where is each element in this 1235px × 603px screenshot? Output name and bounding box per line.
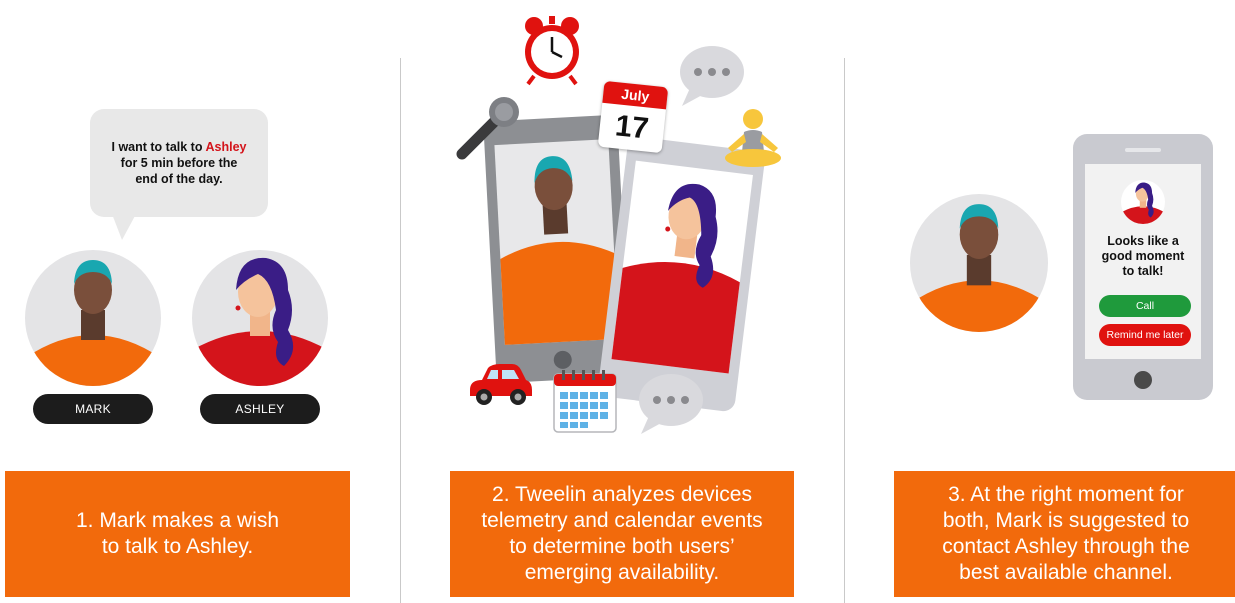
highlighted-name: Ashley — [205, 140, 247, 154]
ashley-name-label: ASHLEY — [200, 394, 320, 424]
ashley-avatar — [192, 250, 328, 386]
mark-avatar — [25, 250, 161, 386]
calendar-day: 17 — [613, 109, 651, 146]
car-icon — [470, 364, 532, 405]
step-1-caption: 1. Mark makes a wish to talk to Ashley. — [5, 471, 350, 597]
alarm-clock-icon — [525, 16, 579, 86]
call-button[interactable]: Call — [1099, 295, 1191, 317]
ashley-phone — [598, 136, 765, 412]
caption-1-line-2: to talk to Ashley. — [101, 535, 254, 558]
mark-phone — [483, 115, 631, 383]
caption-3-line-4: best available channel. — [959, 561, 1173, 584]
ashley-mini-avatar — [1121, 180, 1165, 224]
panel-divider-left — [400, 58, 401, 603]
phone-home-button — [1134, 371, 1152, 389]
panel-divider-right — [844, 58, 845, 603]
caption-2-line-2: telemetry and calendar events — [481, 509, 763, 532]
mark-avatar-step-3 — [910, 194, 1048, 332]
chat-bubble-icon — [680, 46, 744, 106]
message-line-1: Looks like a — [1107, 234, 1179, 248]
suggestion-phone: Looks like a good moment to talk! Call R… — [1073, 134, 1213, 400]
calendar-icon: July 17 — [597, 80, 669, 154]
speech-bubble-tail — [112, 214, 136, 240]
speech-line-3: end of the day. — [135, 172, 223, 186]
remind-later-button[interactable]: Remind me later — [1099, 324, 1191, 346]
caption-2-line-3: to determine both users’ — [509, 535, 735, 558]
phone-speaker — [1125, 148, 1161, 152]
message-line-3: to talk! — [1122, 264, 1164, 278]
phone-screen: Looks like a good moment to talk! Call R… — [1085, 164, 1201, 359]
calendar-grid-icon — [553, 370, 617, 433]
step-3-caption: 3. At the right moment for both, Mark is… — [894, 471, 1235, 597]
caption-1-line-1: 1. Mark makes a wish — [75, 509, 280, 532]
chat-bubble-bottom-icon — [639, 374, 703, 434]
caption-2-line-4: emerging availability. — [524, 561, 720, 584]
message-line-2: good moment — [1101, 249, 1185, 263]
microphone-icon — [456, 97, 519, 160]
panel-step-1: I want to talk to Ashley for 5 min befor… — [0, 0, 400, 603]
caption-3-line-3: contact Ashley through the — [942, 535, 1190, 558]
wish-speech-bubble: I want to talk to Ashley for 5 min befor… — [90, 109, 268, 217]
mark-name-label: MARK — [33, 394, 153, 424]
caption-3-line-2: both, Mark is suggested to — [942, 509, 1190, 532]
speech-line-2: for 5 min before the — [120, 156, 238, 170]
panel-step-2: July 17 — [400, 0, 844, 603]
suggestion-message: Looks like a good moment to talk! — [1085, 234, 1201, 279]
speech-line-1: I want to talk to Ashley — [111, 140, 247, 154]
caption-3-line-1: 3. At the right moment for — [948, 483, 1184, 506]
panel-step-3 — [844, 0, 1235, 603]
step-2-caption: 2. Tweelin analyzes devices telemetry an… — [450, 471, 794, 597]
meditation-icon — [725, 109, 781, 167]
caption-2-line-1: 2. Tweelin analyzes devices — [492, 483, 752, 506]
